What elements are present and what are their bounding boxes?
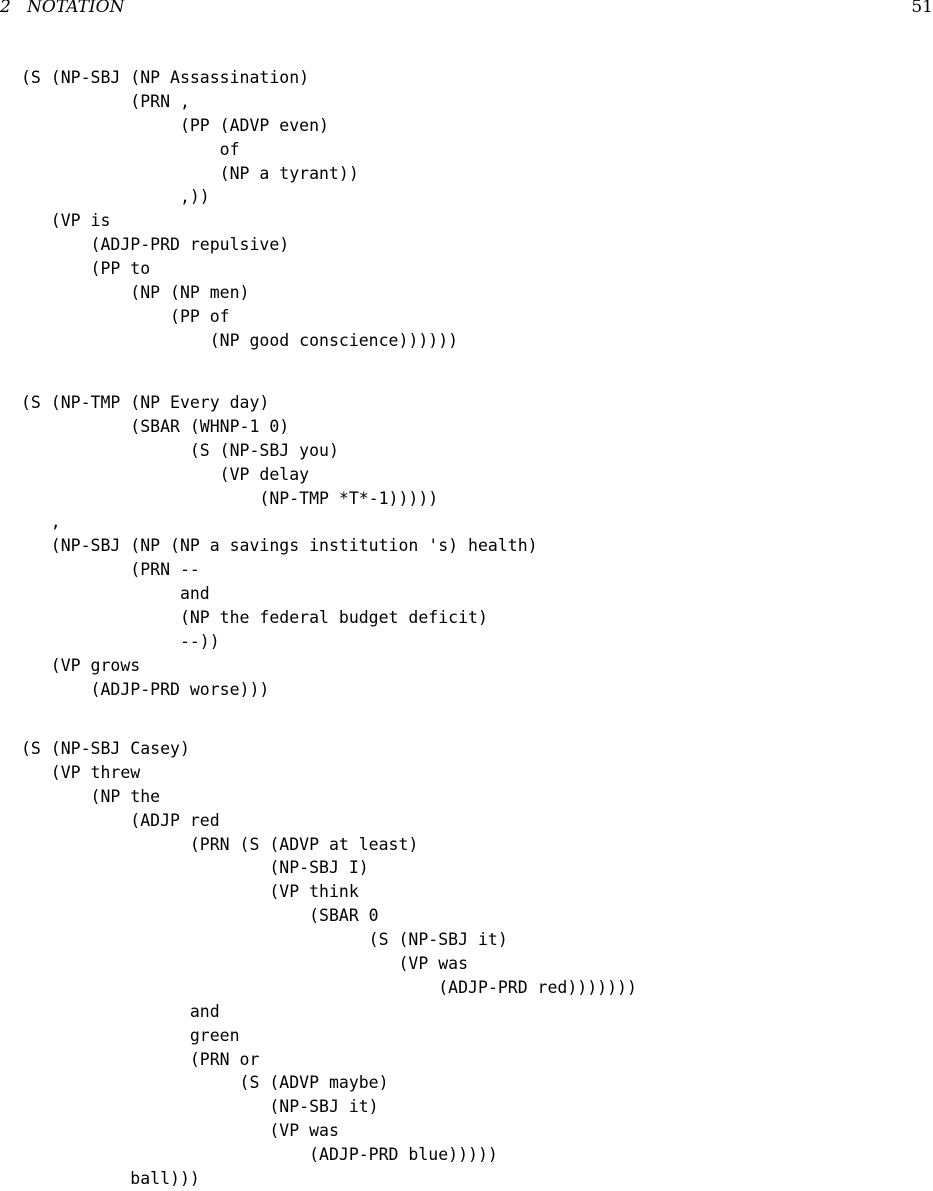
tree-line: (VP grows <box>21 655 141 675</box>
parse-tree-casey: (S (NP-SBJ Casey) (VP threw (NP the (ADJ… <box>21 737 637 1191</box>
tree-line: (NP-SBJ it) <box>21 1097 379 1117</box>
tree-line: (VP threw <box>21 762 141 782</box>
tree-line: (NP-SBJ (NP (NP a savings institution 's… <box>21 536 538 556</box>
tree-line: (NP (NP men) <box>21 283 250 303</box>
running-header-section: 2 NOTATION <box>0 0 125 17</box>
tree-line: (S (ADVP maybe) <box>21 1073 389 1093</box>
tree-line: ,)) <box>21 187 210 207</box>
tree-line: green <box>21 1025 240 1045</box>
parse-tree-every-day: (S (NP-TMP (NP Every day) (SBAR (WHNP-1 … <box>21 391 538 702</box>
tree-line: (S (NP-SBJ you) <box>21 440 339 460</box>
tree-line: (PRN -- <box>21 560 200 580</box>
tree-line: (NP-SBJ I) <box>21 858 369 878</box>
tree-line: (PRN , <box>21 91 190 111</box>
tree-line: , <box>21 512 61 532</box>
tree-line: (VP think <box>21 882 359 902</box>
tree-line: of <box>21 139 240 159</box>
tree-line: (PP to <box>21 259 151 279</box>
tree-line: (SBAR 0 <box>21 906 379 926</box>
tree-line: (ADJP-PRD red))))))) <box>21 977 637 997</box>
tree-line: (VP is <box>21 211 111 231</box>
tree-line: (SBAR (WHNP-1 0) <box>21 416 290 436</box>
tree-line: (PP (ADVP even) <box>21 115 329 135</box>
page-number: 51 <box>911 0 933 17</box>
tree-line: (NP good conscience)))))) <box>21 330 459 350</box>
tree-line: (S (NP-SBJ Casey) <box>21 739 190 758</box>
tree-line: (ADJP-PRD worse))) <box>21 679 270 699</box>
tree-line: (S (NP-SBJ it) <box>21 930 508 950</box>
tree-line: and <box>21 584 210 604</box>
tree-line: (NP-TMP *T*-1))))) <box>21 488 439 508</box>
tree-line: (ADJP-PRD blue))))) <box>21 1145 498 1165</box>
tree-line: (NP the federal budget deficit) <box>21 608 488 628</box>
tree-line: (S (NP-SBJ (NP Assassination) <box>21 68 310 87</box>
tree-line: (NP the <box>21 786 161 806</box>
tree-line: (PRN (S (ADVP at least) <box>21 834 419 854</box>
tree-line: (ADJP-PRD repulsive) <box>21 235 290 255</box>
tree-line: (ADJP red <box>21 810 220 830</box>
tree-line: (VP delay <box>21 464 310 484</box>
tree-line: and <box>21 1001 220 1021</box>
tree-line: --)) <box>21 631 220 651</box>
tree-line: (S (NP-TMP (NP Every day) <box>21 393 270 412</box>
tree-line: (PP of <box>21 306 230 326</box>
tree-line: (VP was <box>21 954 469 974</box>
parse-tree-assassination: (S (NP-SBJ (NP Assassination) (PRN , (PP… <box>21 66 458 353</box>
tree-line: ball))) <box>21 1169 200 1189</box>
tree-line: (PRN or <box>21 1049 260 1069</box>
tree-line: (NP a tyrant)) <box>21 163 359 183</box>
tree-line: (VP was <box>21 1121 339 1141</box>
